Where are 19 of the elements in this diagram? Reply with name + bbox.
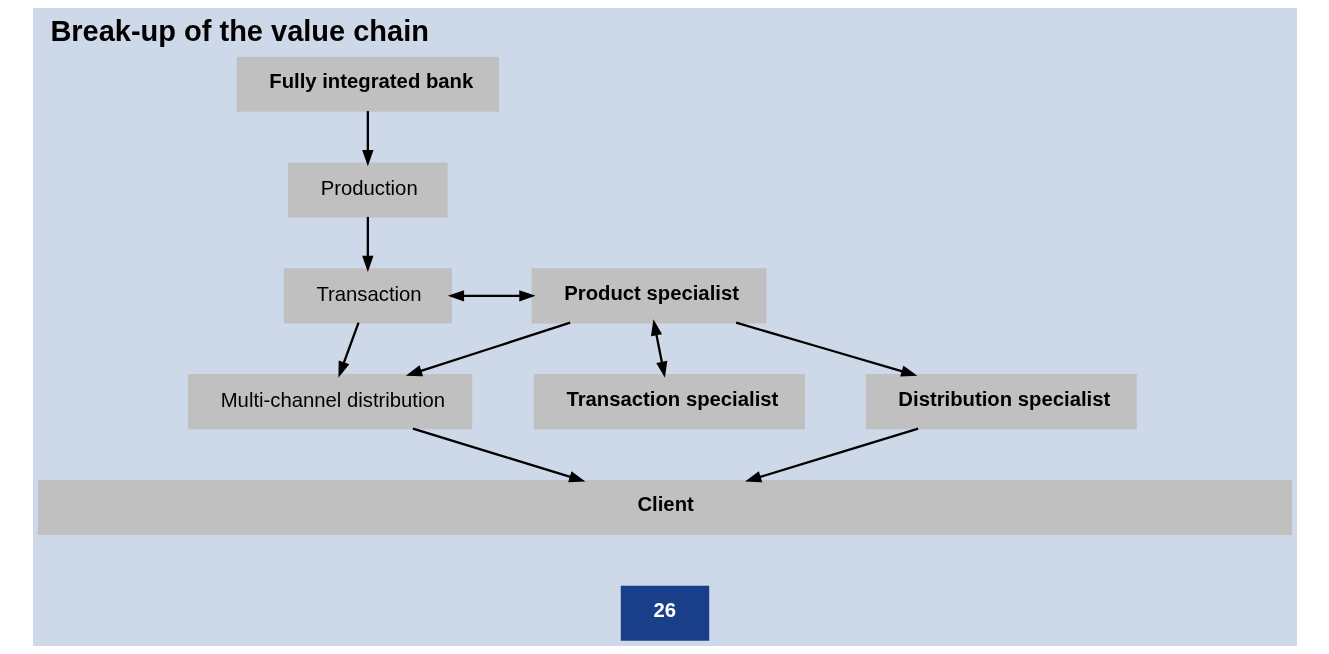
arrow [405,321,571,377]
node-box: Client [37,479,1292,535]
node-box: Transaction specialist [533,374,805,430]
arrow [412,427,585,483]
node-box: Distribution specialist [865,374,1137,430]
node-box: Fully integrated bank [236,56,499,112]
node-box: Transaction [283,268,452,324]
node-box: Multi-channel distribution [187,374,472,430]
node-box: Product specialist [531,268,766,324]
arrow [650,319,667,378]
arrow [337,322,360,378]
arrow [447,290,536,302]
arrow [744,427,918,483]
arrow [735,321,917,377]
arrow [361,216,374,273]
diagram-title: Break-up of the value chain [49,15,429,48]
arrow [361,111,374,167]
label: 26 [652,599,676,622]
node-box: Production [287,162,448,218]
